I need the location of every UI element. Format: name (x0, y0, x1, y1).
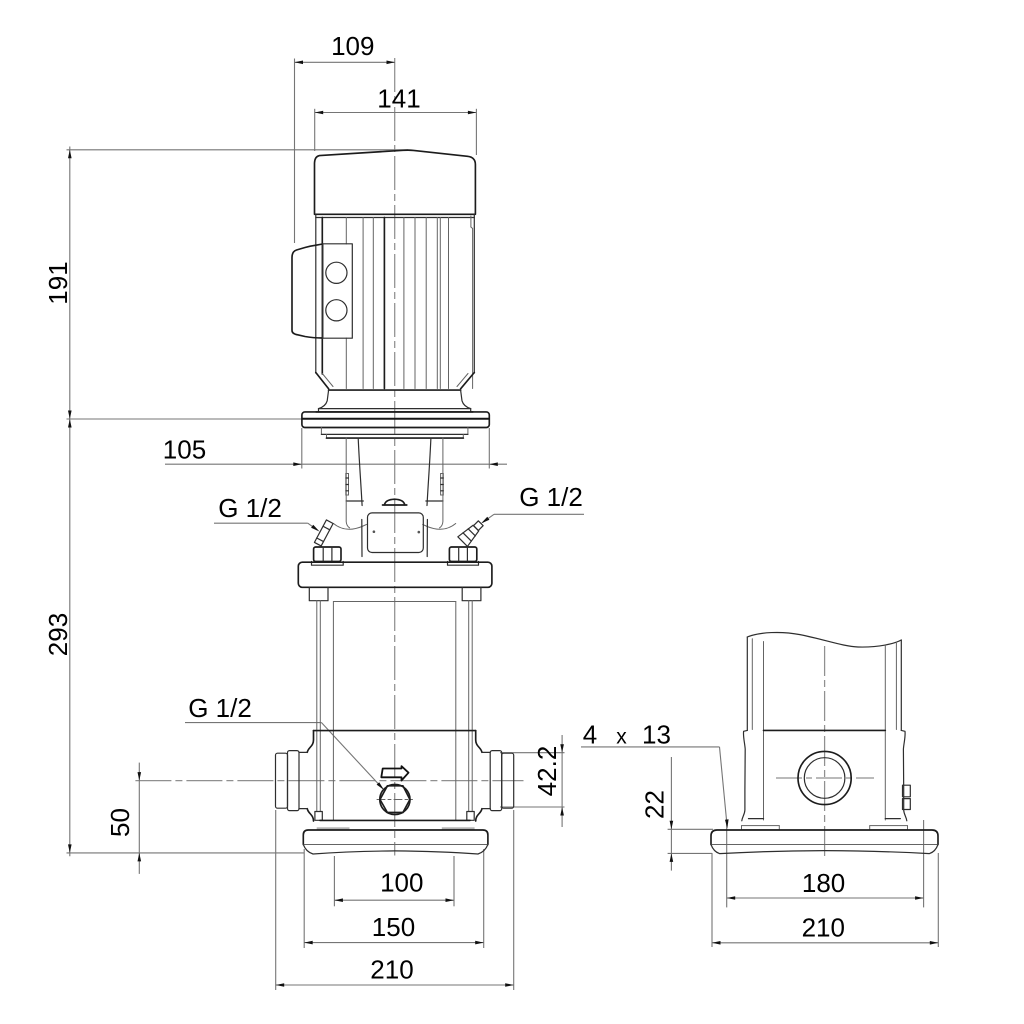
svg-text:4: 4 (583, 720, 597, 750)
svg-text:G 1/2: G 1/2 (519, 482, 583, 512)
svg-text:141: 141 (377, 84, 420, 114)
svg-text:210: 210 (802, 912, 845, 942)
svg-text:180: 180 (802, 868, 845, 898)
svg-text:150: 150 (372, 912, 415, 942)
svg-text:13: 13 (642, 720, 671, 750)
svg-text:x: x (616, 726, 627, 749)
svg-text:210: 210 (370, 954, 413, 984)
svg-text:50: 50 (105, 808, 135, 837)
svg-text:100: 100 (380, 868, 423, 898)
svg-text:42.2: 42.2 (532, 746, 562, 797)
svg-text:109: 109 (331, 31, 374, 61)
svg-text:22: 22 (640, 790, 670, 819)
svg-text:293: 293 (43, 613, 73, 656)
svg-text:G 1/2: G 1/2 (188, 693, 252, 723)
svg-text:191: 191 (43, 261, 73, 304)
svg-text:G 1/2: G 1/2 (218, 493, 282, 523)
svg-text:105: 105 (163, 434, 206, 464)
